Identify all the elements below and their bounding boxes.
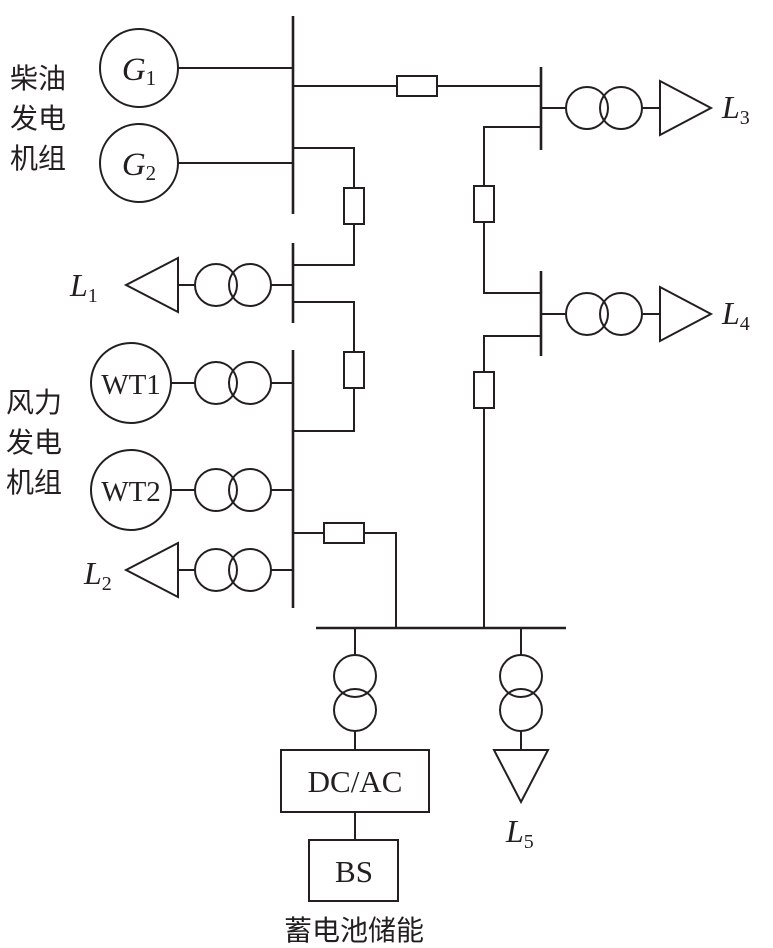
transformer-l4 [565,292,609,336]
load-l4-triangle [659,285,714,343]
line-diesel-to-l3 [293,75,541,97]
svg-text:L3: L3 [721,89,750,129]
line-impedance [343,187,365,225]
line-l1-to-wind [293,301,365,432]
load-l4: L4 [541,285,750,343]
line-impedance [396,75,438,97]
generator-g2-symbol [99,123,179,203]
dc-ac-converter-box [280,749,430,813]
load-l2: L2 [83,541,293,599]
transformer-wt1-winding [228,361,272,405]
generator-g1-symbol [99,28,179,108]
wind-turbine-wt2-label: WT2 [101,476,161,508]
generator-g1-letter: G [122,52,146,88]
svg-text:L5: L5 [505,813,534,853]
transformer-l5-winding [499,688,543,732]
load-l2-subscript: 2 [102,573,112,595]
transformer-wt2-winding [228,468,272,512]
diesel-group-label-line1: 柴油 [10,62,66,95]
line-impedance [323,522,365,544]
load-l1: L1 [69,256,293,314]
generator-g1-subscript: 1 [146,66,157,90]
svg-text:L4: L4 [721,295,750,335]
transformer-l4-winding [599,292,643,336]
line-impedance [473,371,495,409]
generator-g2: G2 [99,123,293,203]
line-impedance [343,351,365,389]
transformer-wt2 [194,468,238,512]
load-l2-letter: L [83,555,102,591]
load-l1-letter: L [69,267,88,303]
transformer-l2 [194,548,238,592]
diesel-group-label-line3: 机组 [10,142,66,175]
battery-box [308,839,399,902]
dc-ac-converter-label: DC/AC [308,764,403,799]
svg-text:L2: L2 [83,555,112,595]
wind-turbine-wt2: WT2 [90,449,293,531]
transformer-l3 [565,86,609,130]
wind-group-label-line2: 发电 [6,426,62,459]
load-l3-letter: L [721,89,740,125]
wind-turbine-wt1-label: WT1 [101,369,161,401]
load-l5-letter: L [505,813,524,849]
generator-g2-letter: G [122,147,146,183]
load-l5-subscript: 5 [524,831,534,853]
transformer-wt1 [194,361,238,405]
line-l3-to-l4 [473,126,541,294]
transformer-battery-winding [333,688,377,732]
line-diesel-to-l1 [293,147,365,266]
svg-text:L1: L1 [69,267,98,307]
battery-branch: DC/AC BS 蓄电池储能 [280,628,430,947]
load-l3-subscript: 3 [740,107,750,129]
load-l2-triangle [123,541,179,599]
load-l1-subscript: 1 [88,285,98,307]
wind-group-label-line3: 机组 [6,466,62,499]
transformer-l2-winding [228,548,272,592]
load-l4-subscript: 4 [740,313,750,335]
load-l1-triangle [123,256,179,314]
transformer-l1-winding [228,263,272,307]
diesel-group-label-line2: 发电 [10,102,66,135]
transformer-battery [333,654,377,698]
line-l4-to-bottom [473,335,541,628]
line-wind-to-bottom [293,522,397,628]
generator-g2-subscript: 2 [146,161,157,185]
generator-g1: G1 [99,28,293,108]
wind-group-label-line1: 风力 [6,386,62,419]
load-l4-letter: L [721,295,740,331]
wind-turbine-wt1: WT1 [90,342,293,424]
svg-text:G2: G2 [122,147,156,185]
load-l5: L5 [492,628,550,853]
transformer-l3-winding [599,86,643,130]
battery-storage-caption: 蓄电池储能 [284,914,424,947]
load-l3-triangle [659,79,714,137]
battery-label: BS [335,854,373,889]
transformer-l5 [499,654,543,698]
transformer-l1 [194,263,238,307]
load-l3: L3 [541,79,750,137]
svg-text:G1: G1 [122,52,156,90]
load-l5-triangle [492,749,550,805]
line-impedance [473,185,495,223]
